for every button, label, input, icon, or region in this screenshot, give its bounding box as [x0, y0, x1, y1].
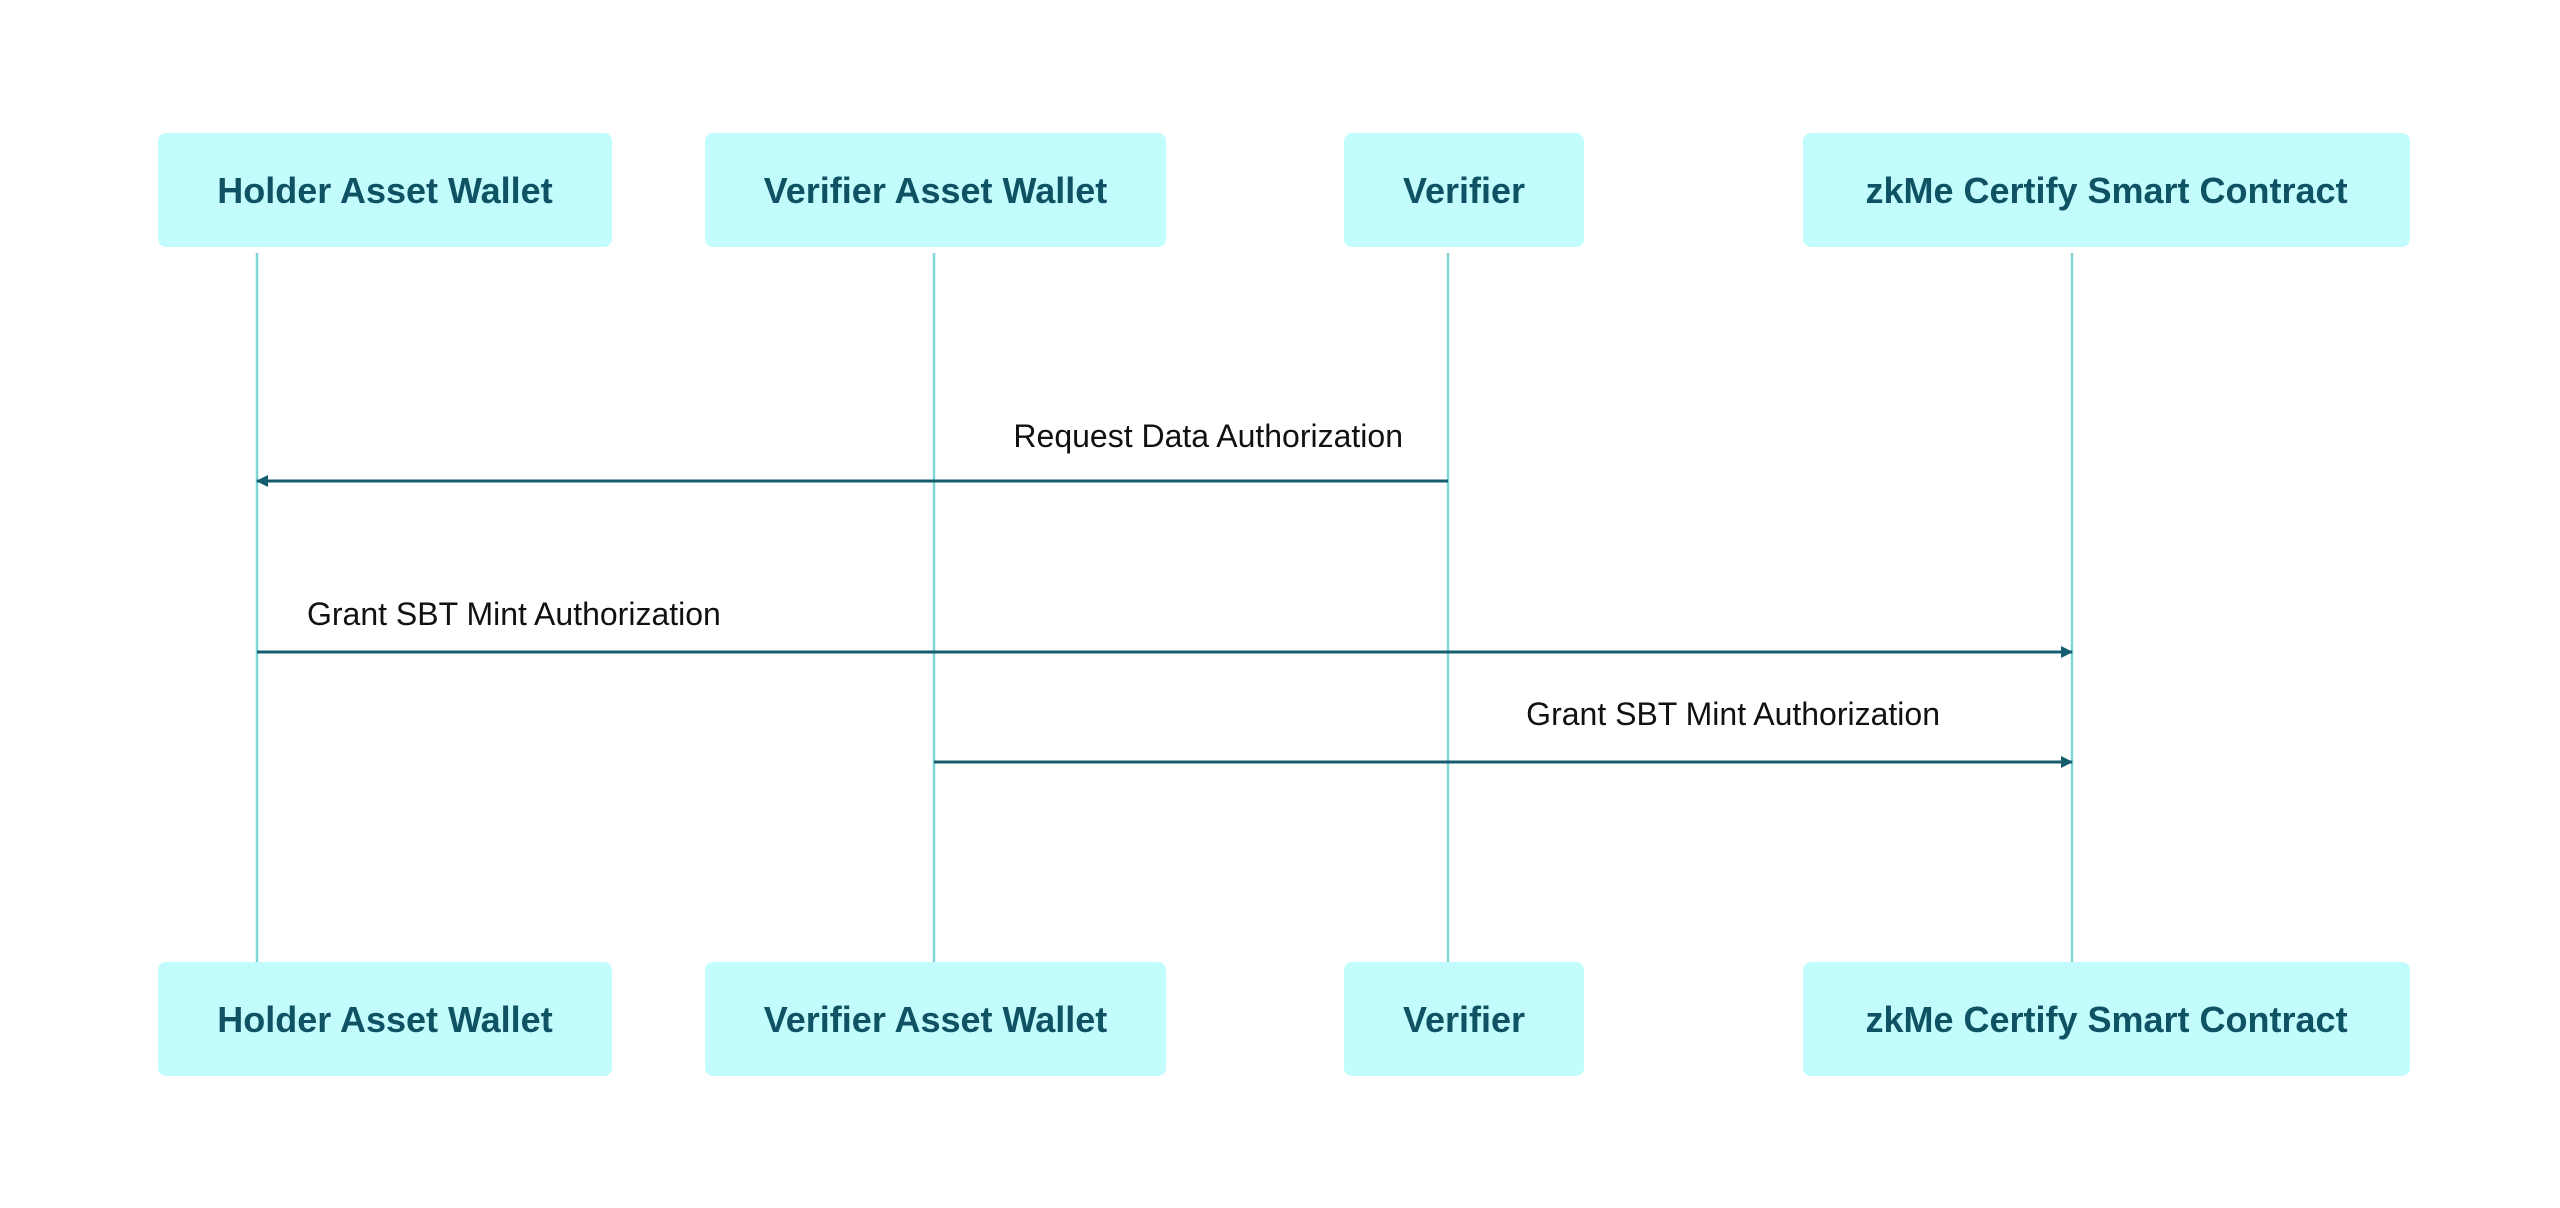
message-1: Grant SBT Mint Authorization — [257, 596, 2073, 658]
participant-label: Verifier — [1403, 170, 1525, 211]
participant-zkme-contract-top: zkMe Certify Smart Contract — [1803, 133, 2410, 247]
participant-box — [158, 962, 612, 1076]
message-0: Request Data Authorization — [256, 418, 1448, 487]
participant-zkme-contract-bottom: zkMe Certify Smart Contract — [1803, 962, 2410, 1076]
participant-label: Verifier — [1403, 999, 1525, 1040]
participant-verifier-wallet-bottom: Verifier Asset Wallet — [705, 962, 1166, 1076]
participant-box — [1803, 133, 2410, 247]
message-2: Grant SBT Mint Authorization — [934, 696, 2073, 768]
participant-verifier-top: Verifier — [1344, 133, 1584, 247]
participant-box — [1344, 133, 1584, 247]
participant-box — [1803, 962, 2410, 1076]
participant-box — [705, 133, 1166, 247]
lifelines — [255, 253, 2074, 962]
participant-verifier-bottom: Verifier — [1344, 962, 1584, 1076]
participant-holder-bottom: Holder Asset Wallet — [158, 962, 612, 1076]
participant-box — [1344, 962, 1584, 1076]
participant-holder-top: Holder Asset Wallet — [158, 133, 612, 247]
message-label: Grant SBT Mint Authorization — [307, 596, 721, 632]
participant-label: zkMe Certify Smart Contract — [1865, 999, 2347, 1040]
message-label: Request Data Authorization — [1013, 418, 1403, 454]
participant-verifier-wallet-top: Verifier Asset Wallet — [705, 133, 1166, 247]
message-label: Grant SBT Mint Authorization — [1526, 696, 1940, 732]
participant-box — [705, 962, 1166, 1076]
participant-label: Verifier Asset Wallet — [764, 170, 1107, 211]
participant-label: zkMe Certify Smart Contract — [1865, 170, 2347, 211]
participant-box — [158, 133, 612, 247]
participant-label: Verifier Asset Wallet — [764, 999, 1107, 1040]
participant-label: Holder Asset Wallet — [217, 999, 552, 1040]
participant-label: Holder Asset Wallet — [217, 170, 552, 211]
